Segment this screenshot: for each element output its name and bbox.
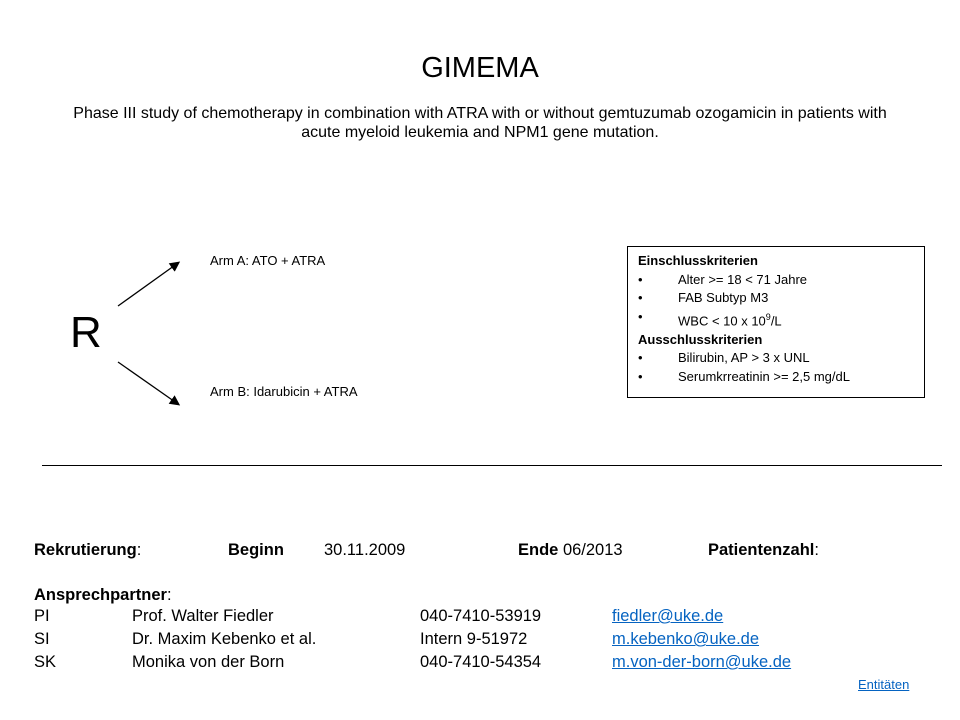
inclusion-item: •Alter >= 18 < 71 Jahre xyxy=(638,271,808,287)
contact-email-link[interactable]: fiedler@uke.de xyxy=(612,607,724,625)
inclusion-item: •WBC < 10 x 109/L xyxy=(638,308,782,329)
contact-role: PI xyxy=(34,607,50,625)
entitaeten-link[interactable]: Entitäten xyxy=(858,677,910,692)
exclusion-item: •Bilirubin, AP > 3 x UNL xyxy=(638,350,810,366)
exclusion-criteria-heading: Ausschlusskriterien xyxy=(638,331,763,347)
inclusion-item: •FAB Subtyp M3 xyxy=(638,290,769,306)
contact-email-link[interactable]: m.von-der-born@uke.de xyxy=(612,653,792,671)
arm-a-label: Arm A: ATO + ATRA xyxy=(210,253,326,268)
arrow-to-arm-b xyxy=(117,361,181,406)
contact-name: Monika von der Born xyxy=(132,653,285,671)
page-title: GIMEMA xyxy=(421,52,539,84)
patients-label: Patientenzahl: xyxy=(708,541,819,559)
contact-row: SI Dr. Maxim Kebenko et al. Intern 9-519… xyxy=(34,630,934,652)
contact-row: SK Monika von der Born 040-7410-54354 m.… xyxy=(34,653,934,675)
contact-email-link[interactable]: m.kebenko@uke.de xyxy=(612,630,760,648)
section-divider xyxy=(42,465,942,466)
contact-row: PI Prof. Walter Fiedler 040-7410-53919 f… xyxy=(34,607,934,629)
contact-phone: 040-7410-54354 xyxy=(420,653,542,671)
contact-name: Dr. Maxim Kebenko et al. xyxy=(132,630,317,648)
contact-phone: 040-7410-53919 xyxy=(420,607,542,625)
start-date: 30.11.2009 xyxy=(324,541,406,559)
arrow-to-arm-a xyxy=(117,261,181,307)
contact-phone: Intern 9-51972 xyxy=(420,630,528,648)
contact-name: Prof. Walter Fiedler xyxy=(132,607,274,625)
start-label: Beginn xyxy=(228,541,284,559)
contact-role: SK xyxy=(34,653,57,671)
randomization-symbol: R xyxy=(70,308,102,357)
randomization-arrows xyxy=(117,261,181,406)
arm-b-label: Arm B: Idarubicin + ATRA xyxy=(210,384,358,399)
contacts-heading: Ansprechpartner: xyxy=(34,586,172,604)
end-info: Ende 06/2013 xyxy=(518,541,623,559)
criteria-box: Einschlusskriterien •Alter >= 18 < 71 Ja… xyxy=(627,246,925,398)
contact-role: SI xyxy=(34,630,50,648)
recruitment-label: Rekrutierung: xyxy=(34,541,142,559)
inclusion-criteria-heading: Einschlusskriterien xyxy=(638,253,758,268)
study-description: Phase III study of chemotherapy in combi… xyxy=(73,105,887,141)
exclusion-item: •Serumkrreatinin >= 2,5 mg/dL xyxy=(638,368,850,384)
